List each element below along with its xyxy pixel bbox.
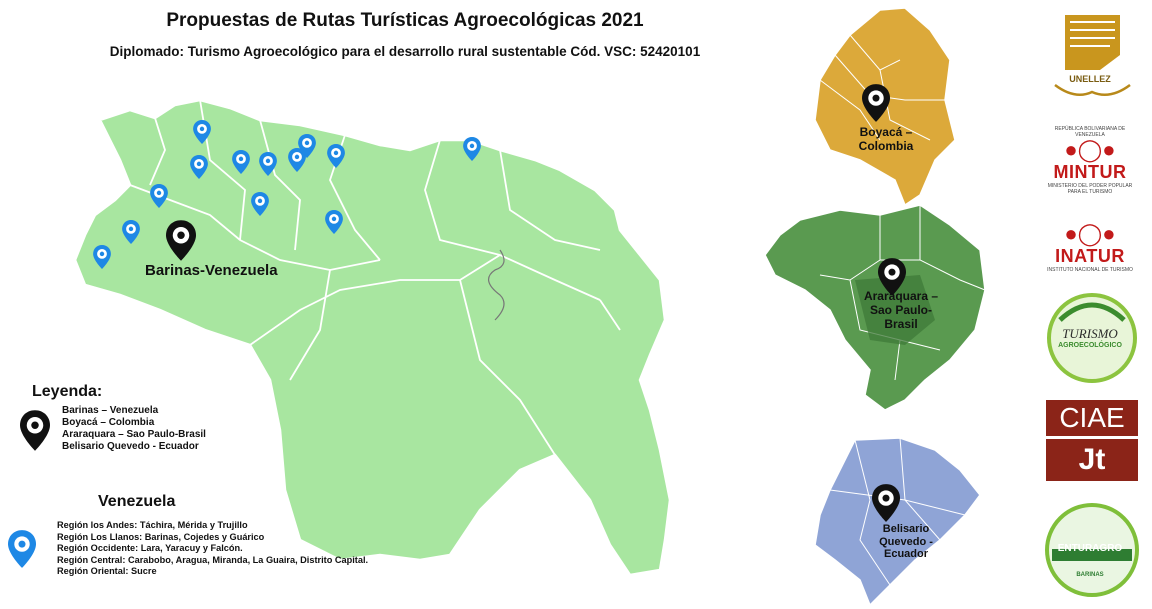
inatur-logo: ●◯● INATUR INSTITUTO NACIONAL DE TURISMO [1040, 221, 1140, 274]
mintur-logo: REPÚBLICA BOLIVARIANA DE VENEZUELA ●◯● M… [1040, 126, 1140, 195]
region-item: Región Central: Carabobo, Aragua, Mirand… [57, 554, 369, 565]
legend-marker [20, 410, 50, 451]
ciae-jt-logo: CIAE Jt [1046, 400, 1138, 481]
page-title: Propuestas de Rutas Turísticas Agroecoló… [166, 10, 644, 31]
enturagro-logo: ENTURAGRO BARINAS [1057, 543, 1123, 578]
region-item: Región Oriental: Sucre [57, 566, 157, 576]
legend-item: Araraquara – Sao Paulo-Brasil [62, 429, 206, 440]
ecuador-borders [829, 437, 966, 586]
legend-list: Barinas – Venezuela Boyacá – Colombia Ar… [62, 405, 206, 453]
enturagro-logo-art [1045, 503, 1139, 597]
unellez-logo: UNELLEZ [1069, 74, 1111, 84]
region-item: Región Occidente: Lara, Yaracuy y Falcón… [57, 543, 243, 553]
brasil-highlight-region [855, 275, 935, 345]
boyaca-label: Boyacá – Colombia [858, 125, 914, 153]
legend-item: Barinas – Venezuela [62, 405, 159, 416]
orinoco-river [488, 249, 505, 321]
brasil-borders [819, 205, 986, 381]
venezuela-region-list: Región los Andes: Táchira, Mérida y Truj… [57, 520, 368, 578]
venezuela-legend-marker [8, 530, 36, 568]
venezuela-map [73, 98, 672, 577]
venezuela-state-borders [129, 99, 621, 456]
region-item: Región los Andes: Táchira, Mérida y Truj… [57, 520, 248, 530]
turismo-agroecologico-logo: TURISMO AGROECOLÓGICO [1058, 326, 1122, 349]
barinas-label: Barinas-Venezuela [145, 262, 278, 279]
turismo-logo-art [1047, 293, 1137, 383]
page-subtitle: Diplomado: Turismo Agroecológico para el… [109, 44, 701, 59]
inatur-emblem-icon: ●◯● [1064, 221, 1116, 246]
belisario-label: Belisario Quevedo - Ecuador [879, 523, 933, 561]
legend-title: Leyenda: [32, 383, 103, 400]
araraquara-label: Araraquara – Sao Paulo- Brasil [863, 289, 939, 331]
venezuela-title: Venezuela [98, 493, 176, 510]
mintur-emblem-icon: ●◯● [1064, 137, 1116, 162]
venezuela-shape [73, 98, 672, 577]
region-item: Región Los Llanos: Barinas, Cojedes y Gu… [57, 531, 265, 542]
ecuador-map [814, 437, 981, 607]
legend-item: Belisario Quevedo - Ecuador [62, 441, 199, 452]
legend-item: Boyacá – Colombia [62, 417, 155, 428]
unellez-logo-art [1054, 15, 1131, 97]
